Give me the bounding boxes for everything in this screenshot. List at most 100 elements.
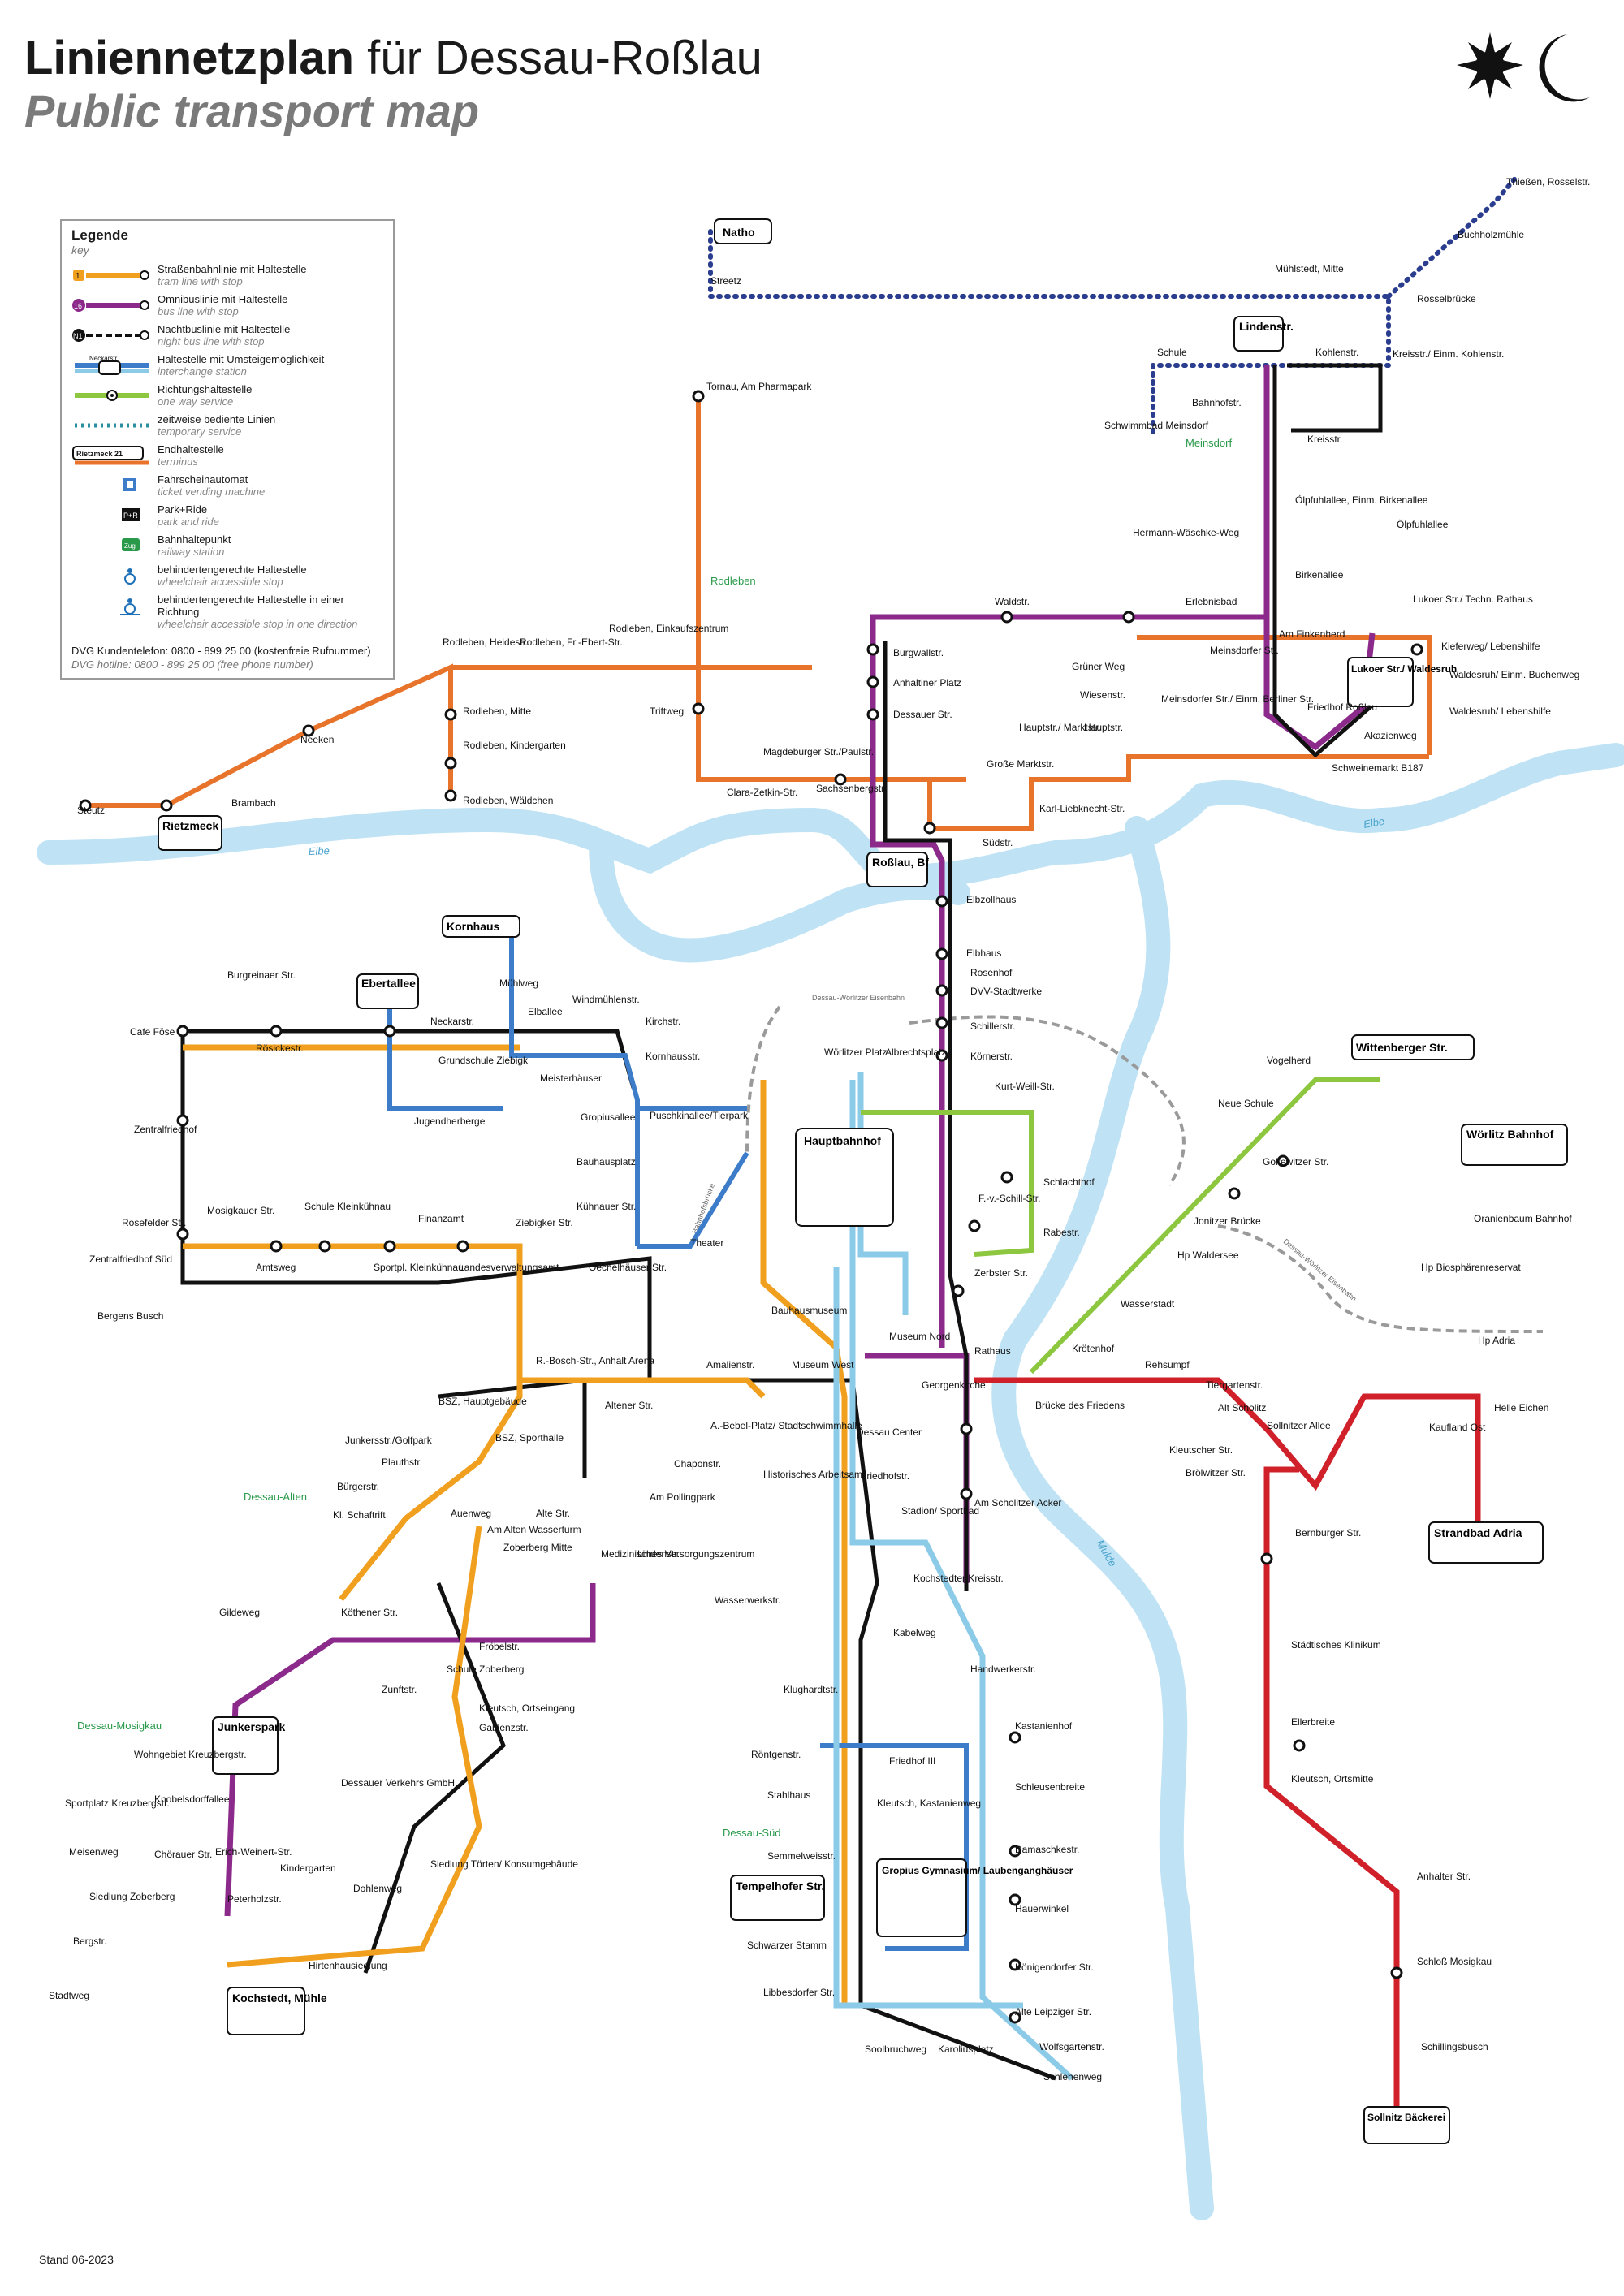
stop-label: Kleutscher Str. — [1169, 1444, 1233, 1456]
stop-label: Brücke des Friedens — [1035, 1400, 1125, 1411]
stop-label: Gablenzstr. — [479, 1722, 529, 1733]
stop-label: Ölpfuhlallee, Einm. Birkenallee — [1295, 494, 1428, 506]
stop-label: Wohngebiet Kreuzbergstr. — [134, 1749, 247, 1760]
stop-label: Am Finkenherd — [1279, 628, 1345, 640]
stop-label: Bergens Busch — [97, 1310, 163, 1322]
river-elbe-arm — [589, 832, 970, 963]
stop-label: Rodleben, Heidestr. — [443, 637, 528, 648]
legend: Legende key 1 Straßenbahnlinie mit Halte… — [60, 219, 395, 680]
stop-label: Museum West — [792, 1359, 854, 1370]
stop-label: DVV-Stadtwerke — [970, 986, 1042, 997]
stop-label: Stadion/ Sportbad — [901, 1505, 979, 1517]
stop-label: Rodleben, Mitte — [463, 706, 531, 717]
terminus-woerlitz: Wörlitz Bahnhof — [1466, 1128, 1554, 1141]
stop-label: Stahlhaus — [767, 1789, 810, 1801]
stop-label: Röntgenstr. — [751, 1749, 801, 1760]
stop-label: Erlebnisbad — [1186, 596, 1237, 607]
stop-label: Schillerstr. — [970, 1021, 1015, 1032]
railway-labels: Dessau-Wörlitzer Eisenbahn Dessau-Wörlit… — [690, 994, 1358, 1303]
stop-label: Grüner Weg — [1072, 661, 1125, 672]
stop-label: Schweinemarkt B187 — [1332, 762, 1424, 774]
terminus-ebertallee: Ebertallee — [361, 977, 416, 990]
stop-label: Triftweg — [650, 706, 684, 717]
stop-label: Fröbelstr. — [479, 1641, 520, 1652]
stop-label: Schule Zoberberg — [447, 1664, 524, 1675]
stop-label: Cafe Föse — [130, 1026, 175, 1038]
station-labels: Rodleben Meinsdorf Dessau-Alten Dessau-M… — [77, 437, 1232, 1839]
terminus-hauptbahnhof: Hauptbahnhof — [804, 1134, 881, 1147]
stop-markers[interactable] — [79, 390, 1423, 2024]
stop-label: Wolfsgartenstr. — [1039, 2041, 1104, 2052]
tram-lines — [183, 1044, 848, 2005]
stop-label: Rösickestr. — [256, 1042, 304, 1054]
stop-label: Plauthstr. — [382, 1457, 422, 1468]
stop-label: Chaponstr. — [674, 1458, 721, 1470]
stop-label: Schillingsbusch — [1421, 2041, 1488, 2052]
stop-label: Am Alten Wasserturm — [487, 1524, 581, 1535]
stop-label: Körnerstr. — [970, 1051, 1013, 1062]
svg-text:Meinsdorf: Meinsdorf — [1186, 437, 1232, 449]
legend-wheelchair-oneway: behindertengerechte Haltestelle in einer… — [71, 592, 383, 630]
stop-label: Rehsumpf — [1145, 1359, 1190, 1370]
stop-label: Krötenhof — [1072, 1343, 1115, 1354]
stop-label: Kornhausstr. — [646, 1051, 700, 1062]
stop-label: Akazienweg — [1364, 730, 1417, 741]
stop-label: Alt Scholitz — [1218, 1402, 1266, 1413]
stop-label: Gildeweg — [219, 1607, 260, 1618]
stop-label: Rosselbrücke — [1417, 293, 1476, 304]
stop-label: Meinsdorfer Str. — [1210, 645, 1279, 656]
stop-label: Mühlstedt, Mitte — [1275, 263, 1344, 274]
stop-label: Meinsdorfer Str./ Einm. Berliner Str. — [1161, 693, 1314, 705]
page-subtitle: Public transport map — [24, 85, 480, 136]
stop-label: Auenweg — [451, 1508, 491, 1519]
blue-lines — [387, 934, 969, 1951]
stop-label: Chörauer Str. — [154, 1849, 212, 1860]
stop-label: Clara-Zetkin-Str. — [727, 787, 797, 798]
terminus-labels[interactable]: Natho Lindenstr. Rietzmeck Roßlau, Bf Lu… — [158, 218, 1568, 2144]
stop-label: Neeken — [300, 734, 334, 745]
stop-label: Jonitzer Brücke — [1194, 1215, 1261, 1227]
terminus-kochstedt: Kochstedt, Mühle — [232, 1992, 327, 2005]
stand-date: Stand 06-2023 — [39, 2253, 114, 2266]
stop-label: Meisenweg — [69, 1846, 119, 1858]
stop-label: Elballee — [528, 1006, 563, 1017]
stop-label: Magdeburger Str./Paulstr. — [763, 746, 874, 757]
river-label: Elbe — [1363, 815, 1385, 831]
stop-label: Rodleben, Wäldchen — [463, 795, 553, 806]
stop-label: Kochstedter Kreisstr. — [914, 1573, 1004, 1584]
stop-label: Knobelsdorffallee — [154, 1793, 230, 1805]
wheelchair-oneway-icon — [120, 598, 140, 615]
stop-label: Burgwallstr. — [893, 647, 944, 658]
stop-label: Theater — [690, 1237, 723, 1249]
stop-label: Anhaltiner Platz — [893, 677, 961, 688]
title-block: Liniennetzplan für Dessau-Roßlau Public … — [24, 32, 762, 138]
stop-label: A.-Bebel-Platz/ Stadtschwimmhalle — [710, 1420, 862, 1431]
stop-label: Hp Biosphärenreservat — [1421, 1262, 1521, 1273]
stop-label: Oranienbaum Bahnhof — [1474, 1213, 1572, 1224]
stop-label: Libbesdorfer Str. — [763, 1987, 835, 1998]
stop-label: Karl-Liebknecht-Str. — [1039, 803, 1125, 814]
stop-label: Damaschkestr. — [1015, 1844, 1079, 1855]
stop-label: Bauhausmuseum — [771, 1305, 847, 1316]
line-13 — [861, 1077, 1380, 1375]
stop-label: Jugendherberge — [414, 1116, 486, 1127]
terminus-tempelhofer: Tempelhofer Str. — [736, 1880, 824, 1892]
stop-label: Brambach — [231, 797, 276, 809]
stop-label: Kühnauer Str. — [577, 1201, 636, 1212]
stop-label: Klughardtstr. — [784, 1684, 838, 1695]
stop-label: Bürgerstr. — [337, 1481, 379, 1492]
stop-label: Zentralfriedhof — [134, 1124, 197, 1135]
terminus-natho: Natho — [723, 226, 755, 239]
stop-label: Lindenstr. — [637, 1548, 680, 1560]
stop-label: Amalienstr. — [706, 1359, 754, 1370]
dvg-logo — [1457, 32, 1590, 102]
stop-label: Vogelherd — [1267, 1055, 1311, 1066]
stop-label: Kurt-Weill-Str. — [995, 1081, 1055, 1092]
stop-label: Schlehenweg — [1043, 2071, 1102, 2082]
stop-label: Kabelweg — [893, 1627, 936, 1638]
stop-label: Medizinisches Versorgungszentrum — [601, 1548, 754, 1560]
